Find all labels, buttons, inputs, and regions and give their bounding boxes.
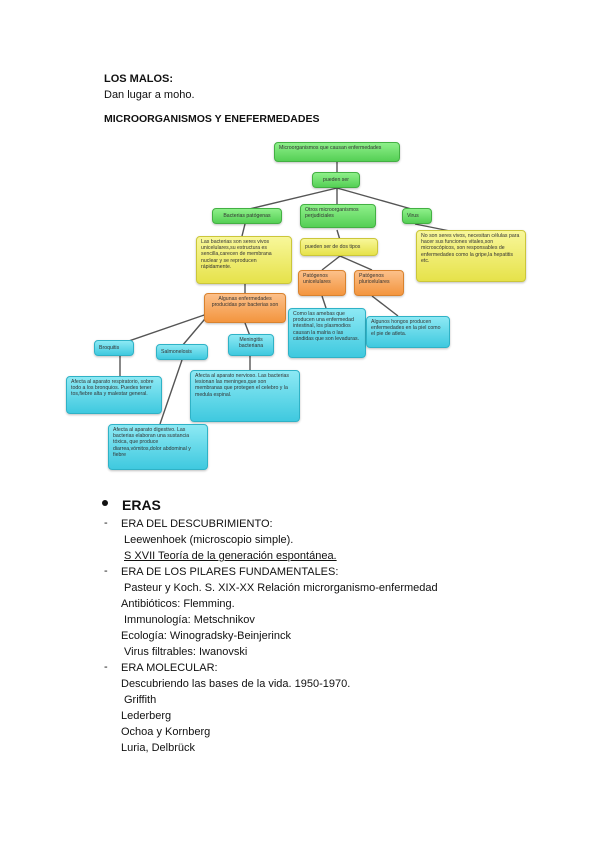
los-malos-heading: LOS MALOS: — [104, 73, 174, 85]
antibioticos-line: Antibióticos: Flemming. — [121, 598, 235, 610]
hongos-node: Algunos hongos producen enfermedades en … — [366, 316, 450, 348]
dash-2: - — [104, 565, 108, 577]
era-descubrimiento: ERA DEL DESCUBRIMIENTO: — [121, 518, 273, 530]
virus-node: Virus — [402, 208, 432, 224]
lederberg-line: Lederberg — [121, 710, 172, 722]
dash-3: - — [104, 661, 108, 673]
patogenos-uni-node: Patógenos unicelulares — [298, 270, 346, 296]
meningitis-node: Meningitis bacteriana — [228, 334, 274, 356]
salmonelosis-desc-node: Afecta al aparato digestivo. Las bacteri… — [108, 424, 208, 470]
virus-desc-node: No son seres vivos, necesitan células pa… — [416, 230, 526, 282]
patogenos-pluri-node: Patógenos pluricelulares — [354, 270, 404, 296]
bronquitis-node: Broquitis — [94, 340, 134, 356]
dos-tipos-node: pueden ser de dos tipos — [300, 238, 378, 256]
salmonelosis-node: Salmonelosis — [156, 344, 208, 360]
era-molecular: ERA MOLECULAR: — [121, 662, 218, 674]
bronquitis-desc-node: Afecta al aparato respiratorio, sobre to… — [66, 376, 162, 414]
pueden-ser-node: pueden ser — [312, 172, 360, 188]
immunologia-line: Immunología: Metschnikov — [124, 614, 255, 626]
bases-line: Descubriendo las bases de la vida. 1950-… — [121, 678, 351, 690]
algunas-enf-node: Algunas enfermedades producidas por bact… — [204, 293, 286, 323]
root-node: Microorganismos que causan enfermedades — [274, 142, 400, 162]
luria-line: Luria, Delbrück — [121, 742, 195, 754]
otros-node: Otros microorganismos perjudiciales — [300, 204, 376, 228]
leeuwenhoek-line: Leewenhoek (microscopio simple). — [124, 534, 294, 546]
dash-1: - — [104, 517, 108, 529]
amebas-node: Como las amebas que producen una enferme… — [288, 308, 366, 358]
pasteur-line: Pasteur y Koch. S. XIX-XX Relación micro… — [124, 582, 438, 594]
ecologia-line: Ecología: Winogradsky-Beinjerinck — [121, 630, 291, 642]
los-malos-text: Dan lugar a moho. — [104, 89, 195, 101]
ochoa-line: Ochoa y Kornberg — [121, 726, 211, 738]
bacterias-node: Bacterias patógenas — [212, 208, 282, 224]
griffith-line: Griffith — [124, 694, 157, 706]
virus-filtrables-line: Virus filtrables: Iwanovski — [124, 646, 248, 658]
section-title: MICROORGANISMOS Y ENEFERMEDADES — [104, 113, 320, 125]
concept-map: Microorganismos que causan enfermedades … — [60, 138, 540, 478]
era-pilares: ERA DE LOS PILARES FUNDAMENTALES: — [121, 566, 339, 578]
concept-map-connectors — [119, 161, 461, 425]
bacterias-desc-node: Las bacterias son seres vivos unicelular… — [196, 236, 292, 284]
eras-bullet — [102, 500, 108, 506]
sxvii-line: S XVII Teoría de la generación espontáne… — [124, 550, 337, 562]
meningitis-desc-node: Afecta al aparato nervioso. Las bacteria… — [190, 370, 300, 422]
eras-title: ERAS — [122, 497, 161, 513]
